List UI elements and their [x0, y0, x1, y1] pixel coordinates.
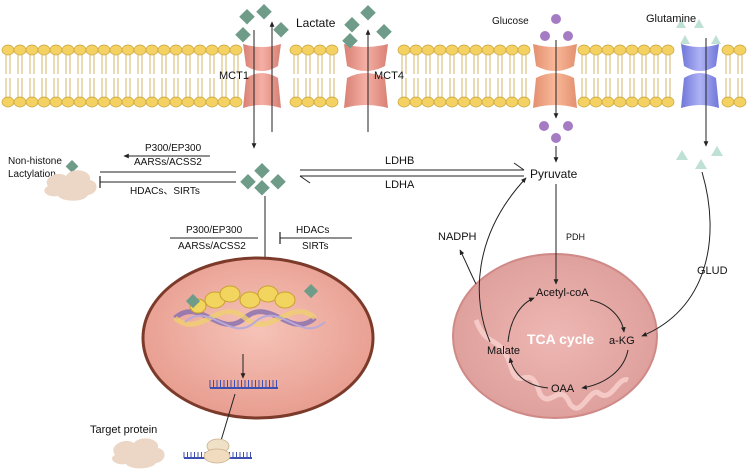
lactate-label: Lactate [296, 16, 336, 30]
glutamine-extracellular [676, 19, 721, 44]
glucose-intracellular [539, 121, 573, 143]
glucose-transporter [533, 44, 577, 108]
p300-top-label: P300/EP300 [145, 143, 202, 154]
nadph-label: NADPH [438, 231, 477, 243]
malate-label: Malate [487, 345, 520, 357]
lactate-extracellular-2 [342, 5, 392, 49]
glud-label: GLUD [697, 265, 728, 277]
sirts-mid-label: SIRTs [302, 241, 329, 252]
histone-lactyl-mark-2 [303, 284, 319, 299]
ribosome [203, 438, 231, 464]
non-histone-label-2: Lactylation [8, 169, 56, 180]
acetyl-coa-label: Acetyl-coA [536, 287, 589, 299]
tca-cycle-label: TCA cycle [527, 331, 594, 347]
ldhb-label: LDHB [385, 155, 414, 167]
akg-label: a-KG [609, 335, 635, 347]
target-protein [112, 438, 165, 469]
pyruvate-label: Pyruvate [530, 167, 578, 181]
hdacs-sirts-top-label: HDACs、SIRTs [130, 186, 200, 197]
malate-to-pyruvate-arrow [478, 177, 527, 343]
pdh-label: PDH [566, 232, 585, 242]
ldh-equilibrium-arrows [299, 162, 525, 184]
lactate-extracellular-1 [235, 4, 289, 43]
lactate-intracellular [240, 163, 286, 196]
mct4-transporter [344, 44, 388, 108]
tca-cycle-arrows [507, 297, 629, 390]
glucose-label: Glucose [492, 16, 529, 27]
mitochondrial-cristae [473, 319, 629, 411]
glucose-extracellular [540, 14, 573, 41]
aarss-mid-label: AARSs/ACSS2 [178, 241, 246, 252]
malate-to-nadph-arrow [459, 249, 477, 285]
glutamine-intracellular [676, 146, 723, 169]
glutamine-transporter [681, 44, 719, 108]
aarss-top-label: AARSs/ACSS2 [134, 157, 202, 168]
non-histone-protein [44, 170, 97, 201]
non-histone-label-1: Non-histone [8, 156, 62, 167]
ldha-label: LDHA [385, 179, 415, 191]
nucleosomes [189, 285, 296, 314]
hdacs-mid-label: HDACs [296, 225, 329, 236]
glutamine-to-akg-arrow [641, 171, 711, 337]
mrna [209, 380, 278, 389]
cell-membrane [1, 44, 747, 108]
glutamine-label: Glutamine [646, 13, 696, 25]
mct4-label: MCT4 [374, 70, 404, 82]
p300-mid-label: P300/EP300 [186, 225, 243, 236]
oaa-label: OAA [551, 383, 575, 395]
nucleus [141, 256, 375, 420]
target-protein-label: Target protein [90, 424, 157, 436]
mitochondrion [452, 253, 658, 419]
translation-arrow [219, 393, 236, 445]
mct1-label: MCT1 [219, 70, 249, 82]
